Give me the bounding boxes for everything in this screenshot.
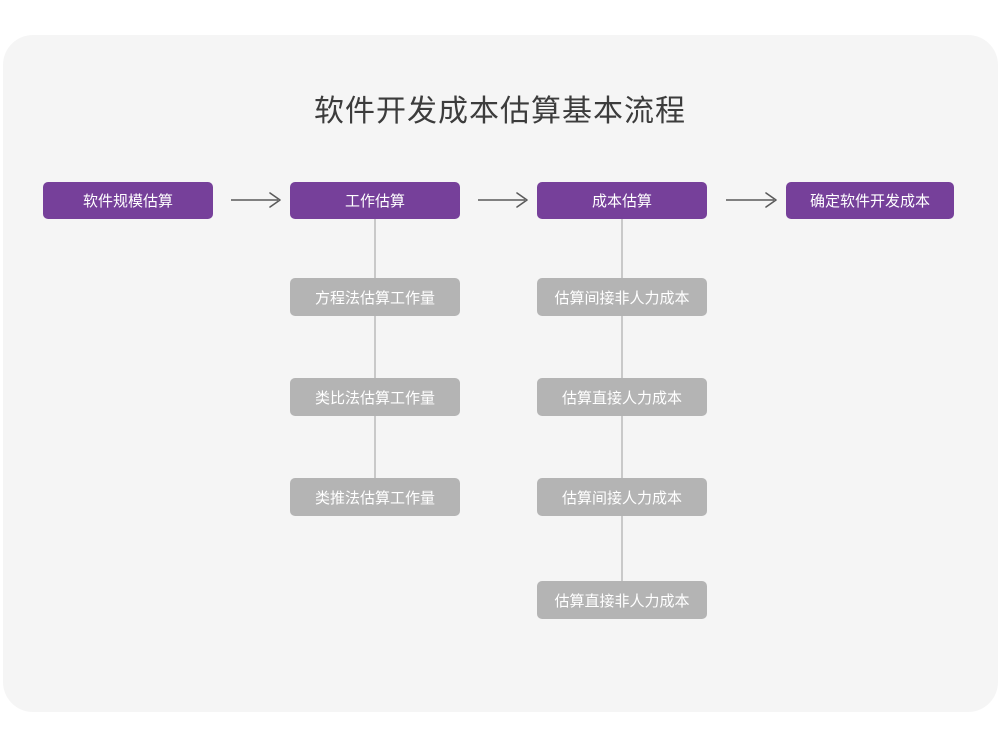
- connector-step2-chain: [374, 219, 376, 497]
- node-cost-direct-non-labor[interactable]: 估算直接非人力成本: [537, 581, 707, 619]
- node-cost-indirect-labor[interactable]: 估算间接人力成本: [537, 478, 707, 516]
- page-title: 软件开发成本估算基本流程: [314, 95, 686, 128]
- node-effort-analogue-inference-method[interactable]: 类推法估算工作量: [290, 478, 460, 516]
- arrow-step2-step3: [475, 189, 537, 211]
- arrow-step1-step2: [228, 189, 290, 211]
- node-effort-analogy-method[interactable]: 类比法估算工作量: [290, 378, 460, 416]
- arrow-step3-step4: [722, 189, 786, 211]
- node-step2-effort-estimation[interactable]: 工作估算: [290, 182, 460, 219]
- node-step3-cost-estimation[interactable]: 成本估算: [537, 182, 707, 219]
- node-effort-equation-method[interactable]: 方程法估算工作量: [290, 278, 460, 316]
- content-card: [3, 35, 998, 712]
- node-cost-indirect-non-labor[interactable]: 估算间接非人力成本: [537, 278, 707, 316]
- node-cost-direct-labor[interactable]: 估算直接人力成本: [537, 378, 707, 416]
- node-step1-software-scale-estimation[interactable]: 软件规模估算: [43, 182, 213, 219]
- node-step4-determine-development-cost[interactable]: 确定软件开发成本: [786, 182, 954, 219]
